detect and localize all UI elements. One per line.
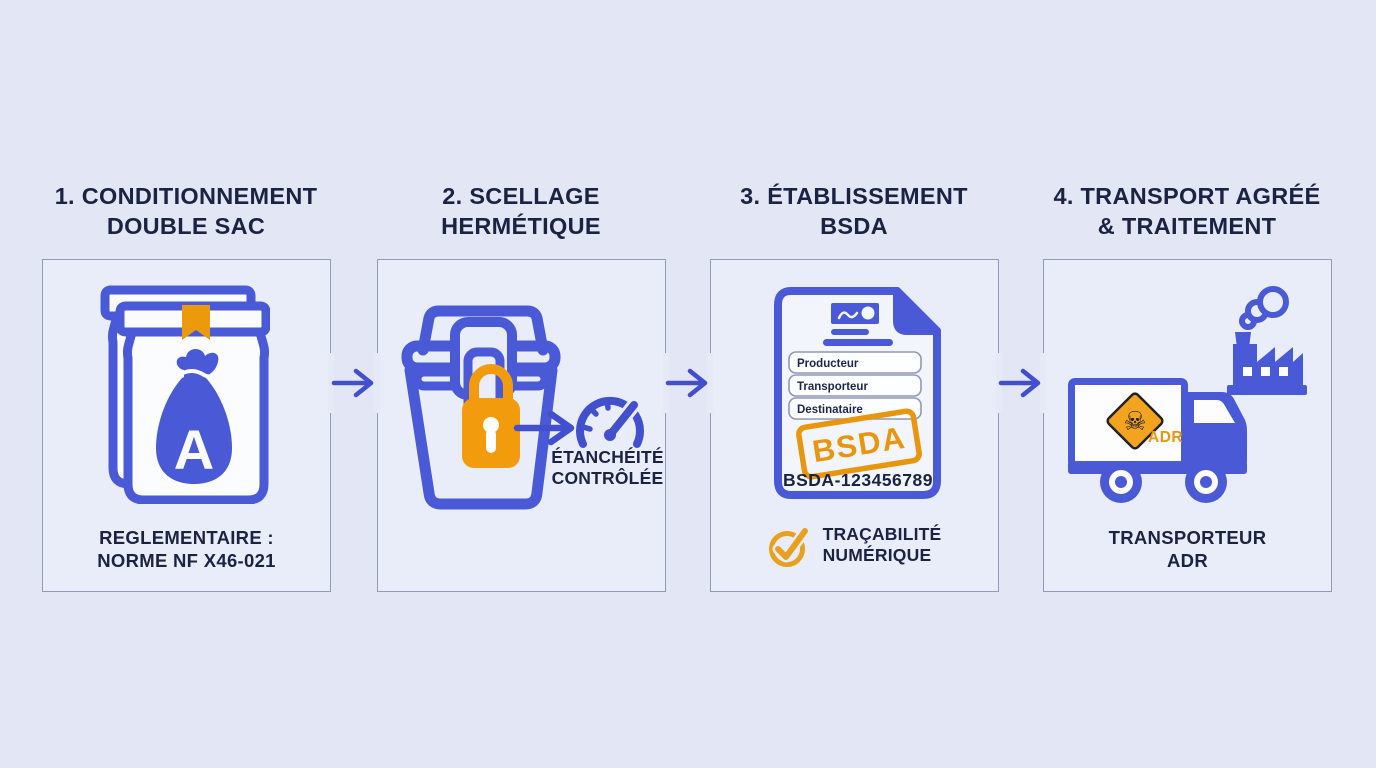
step3-title: 3. ÉTABLISSEMENT BSDA	[689, 181, 1019, 241]
step3-title-line2: BSDA	[820, 213, 888, 239]
step1-title-line2: DOUBLE SAC	[106, 213, 266, 239]
factory-icon	[1227, 286, 1307, 395]
step3-title-line1: 3. ÉTABLISSEMENT	[740, 183, 968, 209]
step1-caption: REGLEMENTAIRE : NORME NF X46-021	[42, 526, 331, 572]
field-producteur: Producteur	[797, 358, 859, 370]
truck-wheel	[1100, 461, 1142, 503]
document-fold-corner	[893, 287, 941, 335]
step3-caption-row: TRAÇABILITÉ NUMÉRIQUE	[710, 522, 998, 568]
padlock-shackle	[469, 364, 513, 403]
document-header-logo	[823, 303, 893, 346]
skull-crossbones-icon: ☠	[1123, 406, 1146, 436]
step3-caption-line1: TRAÇABILITÉ	[822, 524, 942, 544]
step2-caption-line1: ÉTANCHÉITÉ	[551, 447, 664, 467]
step4-caption-line1: TRANSPORTEUR	[1108, 527, 1267, 548]
step4-caption-line2: ADR	[1167, 550, 1208, 571]
step4-caption: TRANSPORTEUR ADR	[1043, 526, 1332, 572]
flow-arrow-icon	[331, 368, 374, 398]
step1-caption-line1: REGLEMENTAIRE :	[99, 527, 274, 548]
step2-title-line2: HERMÉTIQUE	[441, 213, 601, 239]
step2-title-line1: 2. SCELLAGE	[442, 183, 600, 209]
truck-window	[1194, 400, 1235, 423]
step2-caption: ÉTANCHÉITÉ CONTRÔLÉE	[520, 447, 695, 489]
step4-title: 4. TRANSPORT AGRÉÉ & TRAITEMENT	[1022, 181, 1352, 241]
border-gap	[374, 353, 380, 413]
flow-arrow-icon	[665, 368, 708, 398]
orange-ribbon-icon	[182, 305, 210, 340]
asbestos-letter: A	[174, 418, 214, 481]
step1-caption-line2: NORME NF X46-021	[97, 550, 276, 571]
step2-caption-line2: CONTRÔLÉE	[551, 468, 664, 488]
step3-caption: TRAÇABILITÉ NUMÉRIQUE	[823, 524, 942, 566]
step1-title-line1: 1. CONDITIONNEMENT	[54, 183, 318, 209]
bsda-document-icon: Producteur Transporteur Destinataire BSD…	[774, 287, 941, 499]
document-fields: Producteur Transporteur Destinataire	[788, 351, 922, 420]
gauge-icon	[576, 397, 644, 448]
small-arrow-icon	[513, 410, 575, 446]
sack-body	[156, 375, 232, 484]
field-destinataire: Destinataire	[797, 404, 863, 416]
border-gap	[707, 353, 713, 413]
bsda-number: BSDA-123456789	[783, 470, 933, 490]
truck-icon: ☠ ADR	[1068, 378, 1247, 503]
flow-arrow-icon	[998, 368, 1041, 398]
check-circle-icon	[768, 525, 811, 567]
step2-title: 2. SCELLAGE HERMÉTIQUE	[356, 181, 686, 241]
step1-title: 1. CONDITIONNEMENT DOUBLE SAC	[21, 181, 351, 241]
border-gap	[1040, 353, 1046, 413]
sealed-container-icon	[401, 305, 644, 510]
hazard-diamond-icon: ☠	[1106, 392, 1164, 450]
adr-sign-label: ADR	[1148, 429, 1183, 446]
step3-caption-line2: NUMÉRIQUE	[822, 545, 932, 565]
border-gap	[328, 353, 334, 413]
adr-truck-factory-icon: ☠ ADR	[1068, 286, 1307, 503]
double-bag-icon: A	[100, 285, 270, 504]
bin-body	[404, 364, 558, 510]
field-transporteur: Transporteur	[797, 381, 868, 393]
truck-wheel	[1185, 461, 1227, 503]
step4-title-line2: & TRAITEMENT	[1097, 213, 1277, 239]
step4-title-line1: 4. TRANSPORT AGRÉÉ	[1053, 183, 1321, 209]
